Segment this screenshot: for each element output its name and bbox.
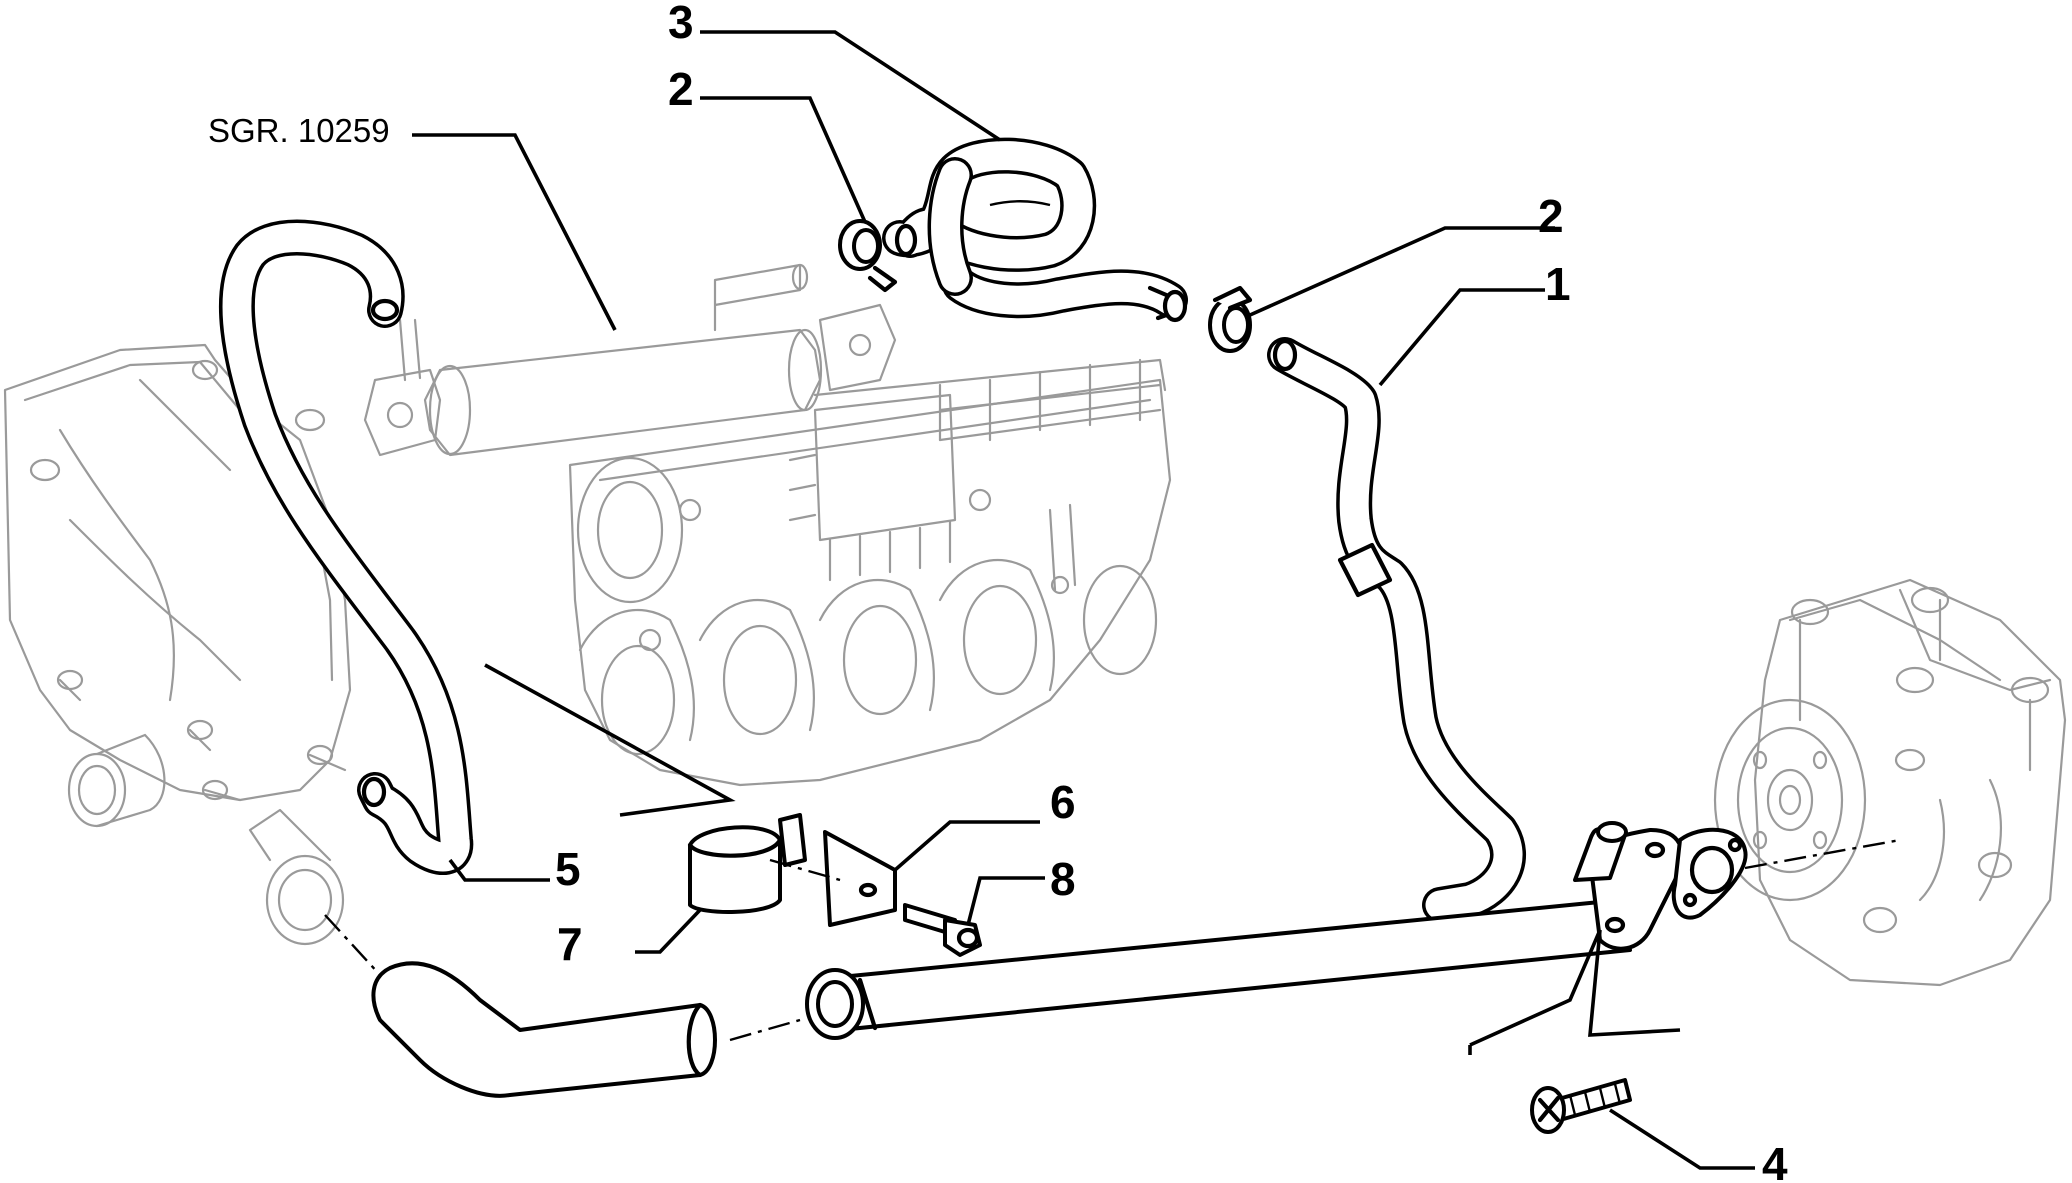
hose-clamp-part-2-left[interactable] — [838, 219, 898, 293]
callout-4: 4 — [1762, 1138, 1788, 1183]
callout-labels: SGR. 10259 3 2 2 1 6 8 5 7 4 — [208, 0, 1788, 1183]
lower-radiator-hose — [371, 961, 717, 1098]
thermostat-housing-ghost — [3, 343, 352, 946]
reference-label-sgr: SGR. 10259 — [208, 112, 390, 149]
callout-8: 8 — [1050, 853, 1076, 905]
pump-gasket — [1671, 827, 1748, 920]
leader-lines — [412, 30, 1755, 1170]
hose-part-3[interactable] — [882, 137, 1188, 323]
assembly-centerlines — [324, 838, 1901, 1042]
bracket-clip-part-7[interactable] — [687, 813, 807, 914]
egr-cooler-ghost — [363, 263, 897, 457]
callout-3: 3 — [668, 0, 694, 48]
section-break-lines — [484, 663, 1681, 1055]
callout-7: 7 — [557, 918, 583, 970]
hose-clamp-part-2-right[interactable] — [1208, 285, 1253, 353]
bolt-part-4[interactable] — [1530, 1078, 1632, 1134]
hose-part-1[interactable] — [1267, 337, 1526, 923]
callout-6: 6 — [1050, 776, 1076, 828]
callout-2-right: 2 — [1538, 190, 1564, 242]
bracket-plate-part-6[interactable] — [823, 830, 897, 927]
hose-part-5[interactable] — [218, 219, 474, 875]
engine-ghost-outline — [3, 263, 2067, 987]
bolt-part-8[interactable] — [903, 903, 982, 957]
metal-coolant-pipe[interactable] — [805, 821, 1684, 1040]
intake-manifold-ghost — [568, 358, 1172, 787]
callout-2-left: 2 — [668, 63, 694, 115]
water-pump-ghost — [1713, 578, 2067, 987]
callout-5: 5 — [555, 843, 581, 895]
callout-1: 1 — [1545, 258, 1571, 310]
